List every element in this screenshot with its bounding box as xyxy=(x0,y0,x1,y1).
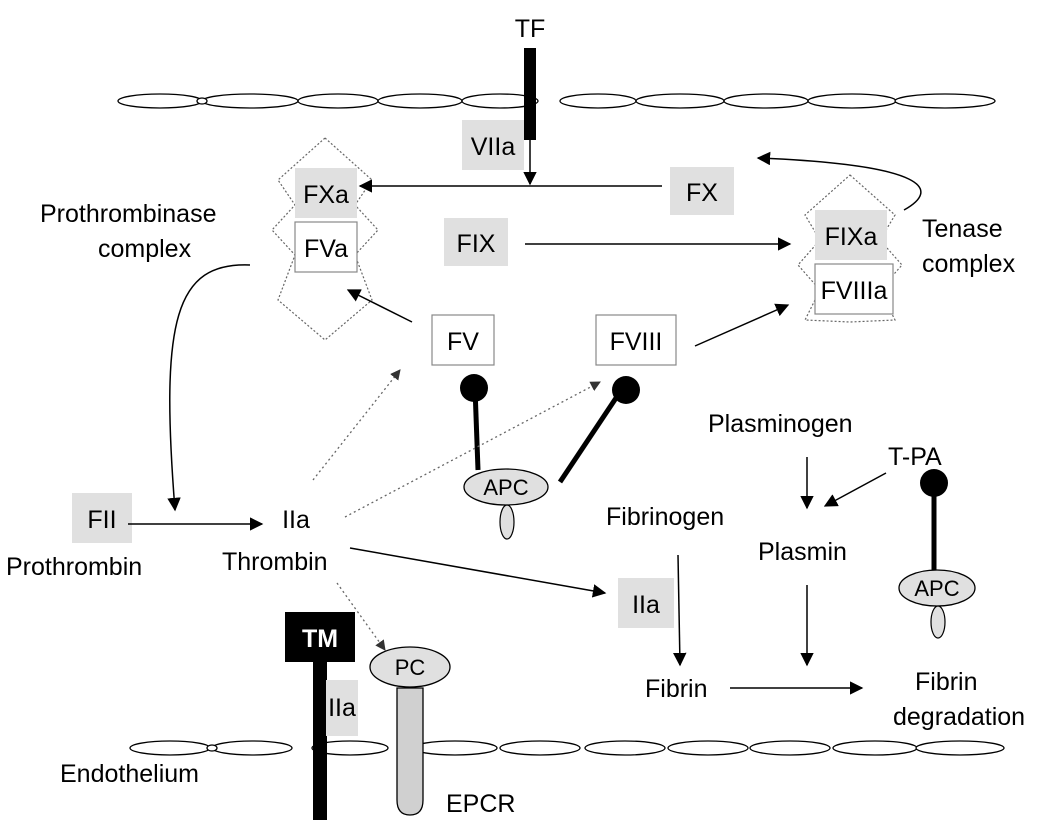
pc-shape xyxy=(369,646,451,688)
iia-to-fviii-dotted-arrow xyxy=(344,381,601,518)
fviii-to-fviiia-arrow xyxy=(694,303,790,347)
apc-inhibit-fviii-line xyxy=(557,390,623,484)
fx-box xyxy=(670,167,734,215)
fii-box xyxy=(72,493,132,543)
iia-right-box xyxy=(618,578,674,628)
fviiia-box xyxy=(814,263,894,315)
tm-box xyxy=(285,612,355,662)
fva-label: FVa xyxy=(304,235,348,263)
tm-label: TM xyxy=(302,625,338,653)
plasmin-label: Plasmin xyxy=(758,538,847,566)
fx-label: FX xyxy=(686,179,718,207)
tenase-label-1: Tenase xyxy=(922,215,1003,243)
epcr-label: EPCR xyxy=(446,790,515,818)
viia-label: VIIa xyxy=(471,133,516,161)
fibrinogen-to-fibrin-arrow xyxy=(673,554,687,667)
fviii-box xyxy=(595,314,677,366)
prothrombinase-to-fii-arrow xyxy=(167,264,251,512)
iia-right-label: IIa xyxy=(632,591,660,619)
fix-box xyxy=(444,218,508,266)
fixa-label: FIXa xyxy=(825,223,878,251)
fibrinogen-label: Fibrinogen xyxy=(606,503,724,531)
tenase-label-2: complex xyxy=(922,250,1016,278)
fibrin-degradation-label-1: Fibrin xyxy=(915,668,978,696)
fii-label: FII xyxy=(87,506,116,534)
tenase-to-fx-arrow xyxy=(756,151,922,211)
tm-stem xyxy=(313,660,327,820)
endothelium-label: Endothelium xyxy=(60,760,199,788)
fibrin-label: Fibrin xyxy=(645,675,708,703)
tf-receptor xyxy=(524,48,536,140)
fva-box xyxy=(294,221,358,273)
tpa-label: T-PA xyxy=(888,443,942,471)
apc-2-label: APC xyxy=(914,576,959,601)
iia-center-label: IIa xyxy=(282,506,310,534)
apc-1-label: APC xyxy=(483,475,528,500)
fxa-label: FXa xyxy=(303,181,349,209)
apc-2-stem xyxy=(930,605,946,639)
fix-label: FIX xyxy=(457,230,496,258)
viia-box xyxy=(462,120,524,170)
prothrombinase-label-1: Prothrombinase xyxy=(40,200,216,228)
iia-tm-box xyxy=(326,680,358,736)
fxa-box xyxy=(295,168,357,218)
thrombin-to-iia-arrow xyxy=(349,547,607,598)
prothrombin-label: Prothrombin xyxy=(6,553,142,581)
thrombin-label: Thrombin xyxy=(222,548,328,576)
tpa-to-plasmin-arrow xyxy=(823,472,887,507)
fv-box xyxy=(431,314,495,366)
pc-label: PC xyxy=(395,655,426,680)
apc-1-stem xyxy=(499,504,515,540)
top-membrane xyxy=(117,93,996,109)
fibrin-degradation-label-2: degradation xyxy=(893,703,1025,731)
fviiia-label: FVIIIa xyxy=(821,277,888,305)
fv-label: FV xyxy=(447,328,479,356)
epcr-receptor xyxy=(396,687,424,816)
plasminogen-label: Plasminogen xyxy=(708,410,853,438)
prothrombinase-label-2: complex xyxy=(98,235,192,263)
fixa-box xyxy=(815,210,887,260)
bottom-membrane xyxy=(129,740,1005,756)
iia-tm-label: IIa xyxy=(328,694,356,722)
iia-to-fv-dotted-arrow xyxy=(312,369,401,481)
iia-to-pc-dotted-arrow xyxy=(336,582,386,651)
fviii-label: FVIII xyxy=(610,328,663,356)
fv-to-fva-arrow xyxy=(346,289,413,323)
fviii-inhibition-knob xyxy=(612,376,640,404)
fv-inhibition-knob xyxy=(460,374,488,402)
tf-label: TF xyxy=(515,15,546,43)
